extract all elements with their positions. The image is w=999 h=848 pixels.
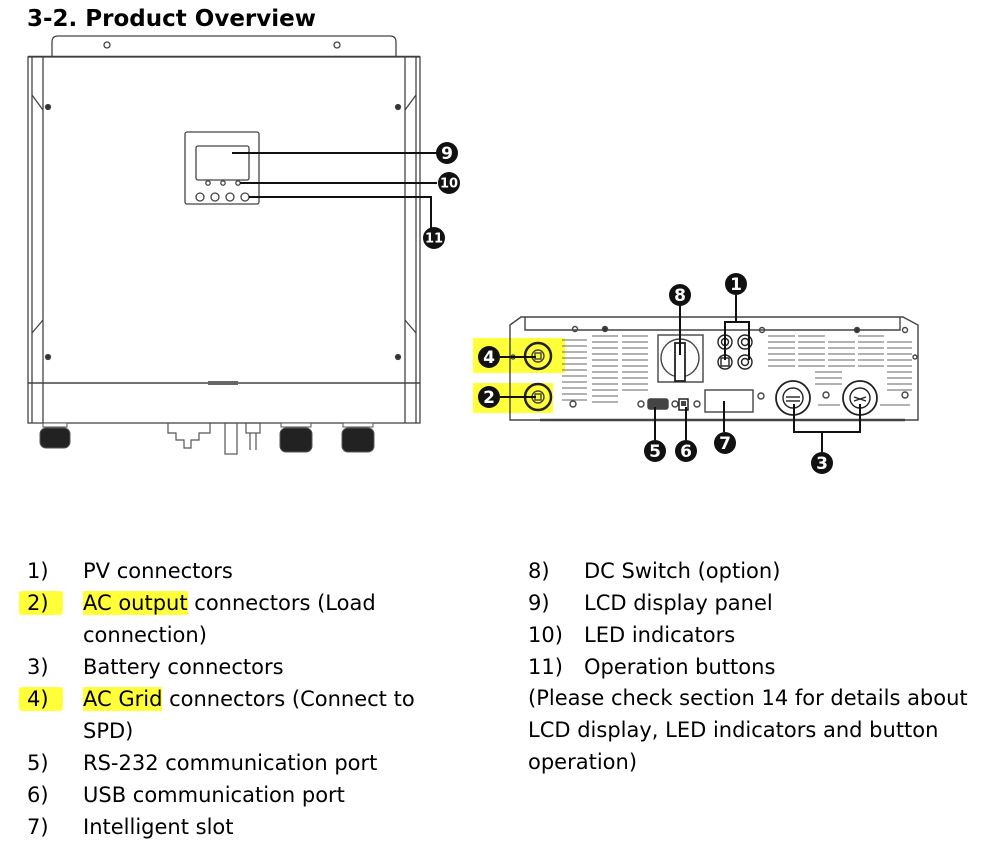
section-note: (Please check section 14 for details abo… [528, 686, 968, 774]
svg-text:3: 3 [816, 454, 828, 474]
list-item-3: 3) Battery connectors [27, 655, 284, 679]
bottom-leader-lines [500, 295, 861, 452]
svg-text:2: 2 [483, 388, 495, 408]
callout-1: 1 [725, 273, 747, 295]
list-item-2-continued: connection) [83, 623, 207, 647]
intelligent-slot [704, 389, 754, 413]
callout-4: 4 [478, 346, 500, 368]
callout-9: 9 [436, 142, 458, 164]
callout-10: 10 [438, 172, 460, 194]
list-item-4: 4) AC Grid connectors (Connect to [19, 683, 487, 715]
list-item-7: 7) Intelligent slot [27, 815, 234, 839]
svg-text:5: 5 [649, 442, 661, 462]
list-item-6: 6) USB communication port [27, 783, 345, 807]
svg-text:1: 1 [730, 275, 742, 295]
front-view-bottom-glands [39, 422, 375, 455]
component-list-right: 8) DC Switch (option) 9) LCD display pan… [528, 555, 988, 683]
front-leader-lines [232, 152, 437, 228]
pv-connectors [717, 334, 753, 370]
rs232-port [637, 398, 679, 410]
svg-text:4: 4 [483, 348, 495, 368]
highlighted-number: 4) [19, 687, 63, 711]
svg-text:8: 8 [674, 286, 686, 306]
vent-slots-left [562, 335, 648, 403]
list-item-4-continued: SPD) [83, 719, 134, 743]
callout-7: 7 [714, 432, 736, 454]
usb-port [678, 398, 701, 411]
component-list-left: 1) PV connectors 2) AC output connectors… [19, 555, 487, 843]
list-item-2: 2) AC output connectors (Load [19, 587, 487, 619]
list-item-1: 1) PV connectors [27, 559, 233, 583]
list-item-10: 10) LED indicators [528, 623, 736, 647]
svg-text:9: 9 [441, 144, 453, 164]
section-title: 3-2. Product Overview [27, 6, 316, 32]
callout-3: 3 [811, 452, 833, 474]
highlighted-text: AC Grid [83, 687, 163, 711]
list-item-9: 9) LCD display panel [528, 591, 773, 615]
svg-text:6: 6 [680, 442, 692, 462]
svg-text:7: 7 [719, 434, 731, 454]
product-overview-figure: 9 10 11 [27, 35, 919, 474]
callout-8: 8 [669, 284, 691, 306]
callout-5: 5 [644, 440, 666, 462]
list-item-8: 8) DC Switch (option) [528, 559, 781, 583]
vent-slots-right [768, 335, 912, 406]
callout-6: 6 [675, 440, 697, 462]
list-item-5: 5) RS-232 communication port [27, 751, 378, 775]
list-item-11: 11) Operation buttons [528, 655, 776, 679]
svg-text:11: 11 [425, 232, 443, 247]
front-view-inverter [27, 35, 421, 424]
highlighted-text: AC output [83, 591, 188, 615]
battery-connectors [775, 380, 878, 416]
highlighted-number: 2) [19, 591, 63, 615]
svg-text:10: 10 [440, 177, 458, 192]
callout-11: 11 [423, 227, 445, 249]
bottom-view-inverter [509, 316, 919, 422]
callout-2: 2 [478, 386, 500, 408]
